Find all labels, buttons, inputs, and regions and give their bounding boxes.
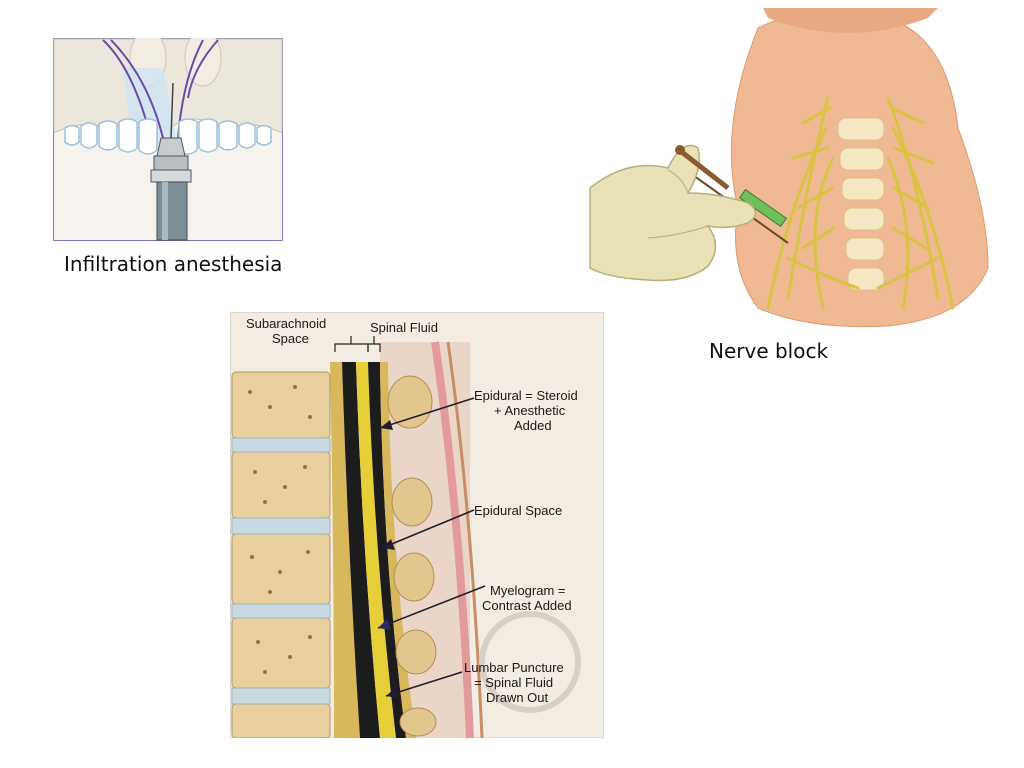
infiltration-caption: Infiltration anesthesia [64, 252, 283, 276]
label-epidural-space: Epidural Space [474, 503, 562, 518]
label-myelogram-1: Myelogram = [490, 583, 566, 598]
label-lumbar-3: Drawn Out [486, 690, 549, 705]
nerve-block-svg [589, 8, 989, 328]
label-epidural-3: Added [514, 418, 552, 433]
label-lumbar-1: Lumbar Puncture [464, 660, 564, 675]
nerve-block-caption: Nerve block [709, 339, 829, 363]
spinal-illustration: Subarachnoid Space Spinal Fluid Epidural… [230, 312, 604, 738]
vertebral-bodies [231, 371, 331, 738]
nerve-block-illustration [588, 8, 998, 330]
label-subarachnoid-1: Subarachnoid [246, 316, 326, 331]
label-myelogram-2: Contrast Added [482, 598, 572, 613]
label-epidural-2: + Anesthetic [494, 403, 566, 418]
label-lumbar-2: = Spinal Fluid [474, 675, 553, 690]
infiltration-svg [53, 38, 283, 241]
label-spinal-fluid: Spinal Fluid [370, 320, 438, 335]
label-subarachnoid-2: Space [272, 331, 309, 346]
spinal-svg: Subarachnoid Space Spinal Fluid Epidural… [230, 312, 604, 738]
infiltration-illustration [53, 38, 283, 241]
label-epidural-1: Epidural = Steroid [474, 388, 578, 403]
